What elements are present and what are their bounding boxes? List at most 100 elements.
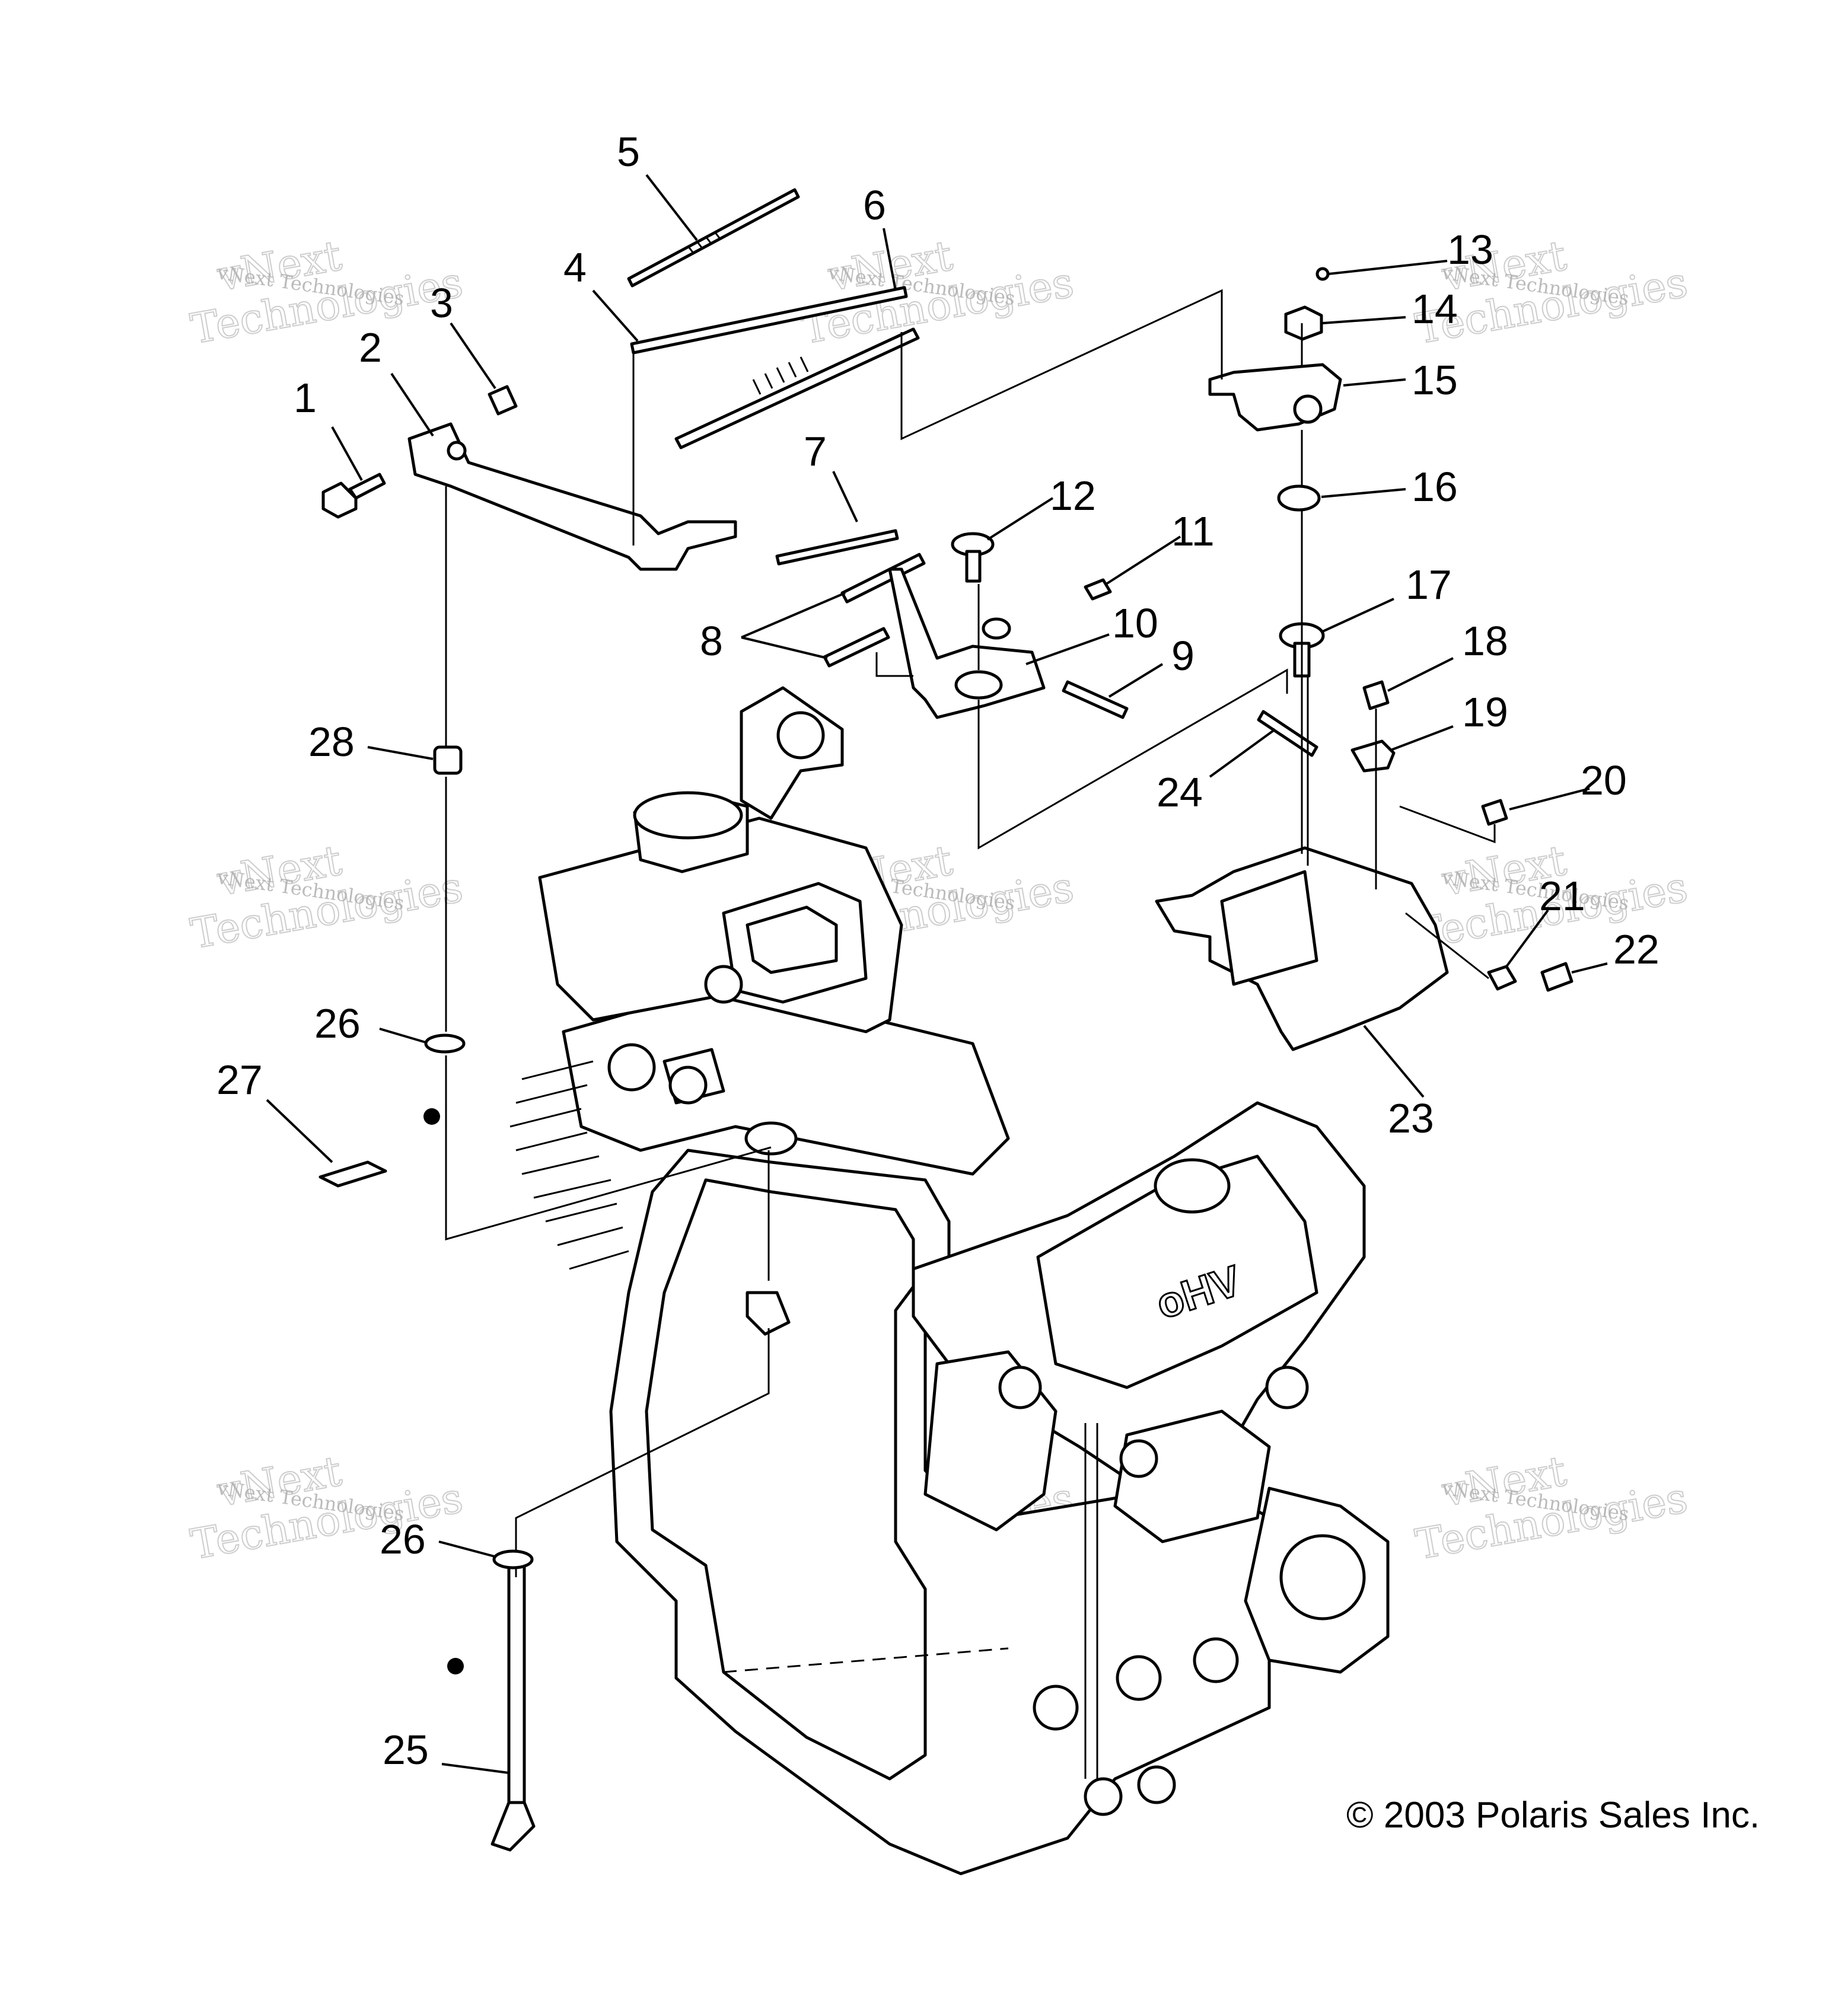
- part-18-bolt: [1362, 680, 1390, 710]
- crankcase-cavity: [645, 1178, 927, 1781]
- leader-3: [450, 322, 496, 390]
- part-20-screw: [1481, 799, 1508, 826]
- leader-17: [1322, 598, 1394, 633]
- part-3-square-nut: [488, 385, 518, 416]
- part-13-screw: [1315, 267, 1330, 281]
- crankcase-boss-1: [1033, 1685, 1079, 1731]
- callout-2: 2: [359, 324, 382, 371]
- engine-block: oHV: [509, 686, 1390, 1875]
- part-2-hole: [447, 441, 467, 461]
- leader-8a: [741, 592, 846, 639]
- leader-26a: [379, 1028, 426, 1044]
- head-rear-hole: [1119, 1439, 1158, 1478]
- callout-6: 6: [863, 182, 886, 228]
- crankcase-boss-2: [1116, 1655, 1162, 1701]
- part-6-coil: [752, 356, 809, 395]
- callout-17: 17: [1406, 562, 1452, 608]
- callout-14: 14: [1412, 286, 1458, 332]
- leader-10: [1025, 633, 1110, 665]
- leader-16: [1321, 488, 1406, 498]
- small-parts: [318, 188, 1573, 1852]
- callout-10: 10: [1112, 600, 1158, 646]
- leader-19: [1390, 725, 1454, 751]
- leader-26b: [438, 1540, 495, 1558]
- assembly-guides: [445, 289, 1496, 1577]
- grease-dot-upper: [423, 1108, 440, 1125]
- callout-27: 27: [216, 1057, 263, 1103]
- part-10-pivot: [982, 617, 1011, 640]
- part-7-link-rod: [775, 529, 899, 566]
- leader-9: [1108, 663, 1164, 698]
- head-port: [704, 965, 743, 1004]
- oil-fill-opening: [633, 791, 743, 840]
- leader-15: [1343, 378, 1406, 387]
- callout-3: 3: [430, 280, 453, 326]
- leader-25: [441, 1763, 509, 1774]
- callout-12: 12: [1050, 473, 1096, 519]
- leader-14: [1322, 316, 1406, 324]
- leader-18: [1387, 657, 1454, 692]
- head-lower-hole: [998, 1366, 1042, 1409]
- part-10-governor-plate: [888, 567, 1046, 719]
- callout-4: 4: [563, 244, 587, 291]
- leader-5: [645, 174, 698, 241]
- callout-22: 22: [1613, 926, 1659, 972]
- part-8-spring-b: [823, 627, 890, 668]
- leader-20: [1509, 787, 1590, 811]
- head-cover-slot: [746, 905, 838, 974]
- part-27-pin: [318, 1160, 387, 1188]
- callout-5: 5: [617, 129, 640, 175]
- leader-11: [1105, 535, 1181, 585]
- leader-24: [1209, 728, 1276, 778]
- callout-28: 28: [308, 719, 355, 765]
- callout-25: 25: [383, 1727, 429, 1773]
- leader-7: [832, 471, 858, 522]
- leader-6: [883, 228, 897, 291]
- callout-26-upper: 26: [314, 1000, 361, 1047]
- leader-13: [1328, 260, 1448, 275]
- part-10-hub: [954, 670, 1003, 700]
- head-side-boss: [1265, 1366, 1309, 1409]
- leader-27: [266, 1099, 333, 1163]
- watermarks: vNext Technologies vNext Technologies vN…: [187, 231, 1692, 1570]
- callout-11: 11: [1171, 508, 1215, 554]
- part-25-dipstick: [490, 1564, 536, 1852]
- crankcase-top-boss: [744, 1121, 798, 1156]
- part-28-bushing: [433, 745, 463, 775]
- part-26-o-ring-lower: [492, 1549, 534, 1570]
- callout-24: 24: [1157, 769, 1203, 815]
- callout-1: 1: [294, 375, 317, 421]
- part-22-bolt: [1540, 962, 1573, 992]
- starter-boss: [1279, 1534, 1366, 1621]
- callout-26-lower: 26: [380, 1516, 426, 1562]
- callout-7: 7: [804, 428, 827, 474]
- part-15-throttle-lever: [1208, 363, 1342, 432]
- leader-21: [1505, 909, 1549, 968]
- leader-8b: [741, 636, 828, 659]
- crankcase-boss-4: [1084, 1777, 1123, 1816]
- leader-12: [986, 497, 1054, 541]
- part-8-spring-a: [840, 553, 926, 604]
- leader-28: [367, 746, 434, 760]
- part-14-lock-nut: [1284, 305, 1323, 341]
- crankcase-boss-3: [1193, 1637, 1239, 1683]
- part-12-bolt: [951, 532, 995, 583]
- callout-18: 18: [1462, 618, 1508, 664]
- part-15-hole: [1293, 394, 1323, 424]
- crankcase-boss-5: [1137, 1765, 1176, 1804]
- head-rear-block: [1113, 1409, 1271, 1543]
- leader-23: [1363, 1025, 1425, 1098]
- part-9-spring: [1062, 680, 1129, 719]
- part-26-o-ring-upper: [424, 1033, 466, 1054]
- cylinder-boss-hole: [668, 1066, 708, 1105]
- part-1-bolt: [321, 473, 386, 519]
- ohv-spark-plug-boss: [1154, 1158, 1231, 1214]
- callout-15: 15: [1412, 357, 1458, 403]
- leader-lines: [266, 174, 1608, 1774]
- callout-23: 23: [1388, 1095, 1434, 1141]
- part-19-clip: [1350, 739, 1396, 773]
- leader-22: [1571, 962, 1608, 974]
- crankcase-clip: [746, 1291, 791, 1336]
- callout-20: 20: [1581, 757, 1627, 803]
